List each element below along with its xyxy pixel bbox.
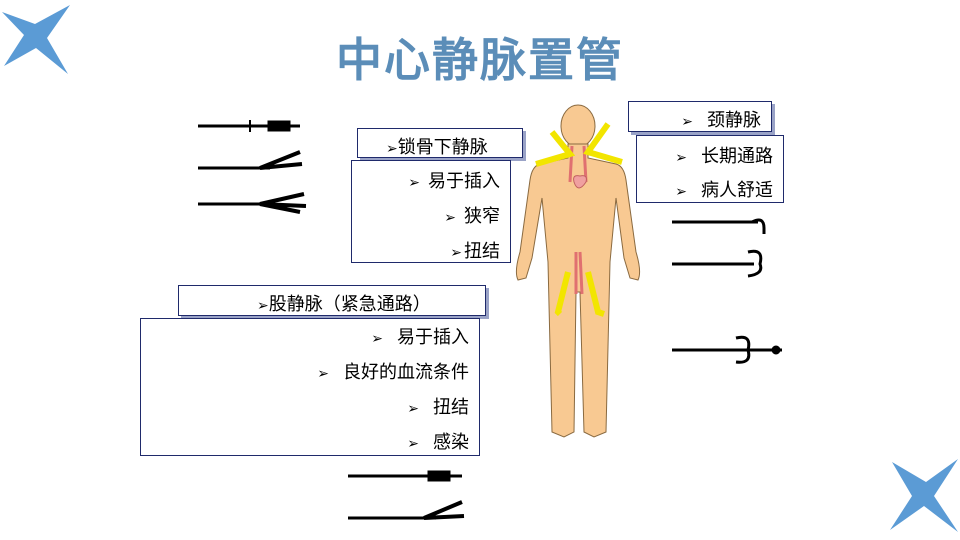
bullet-arrow-icon: ➢ [675, 184, 687, 200]
subclavian-header: 锁骨下静脉 [397, 137, 488, 158]
list-item: ➢感染 [407, 432, 469, 453]
bullet-arrow-icon: ➢ [407, 401, 419, 417]
bullet-arrow-icon: ➢ [444, 210, 456, 226]
body-figure-icon [515, 104, 641, 438]
list-item: ➢良好的血流条件 [317, 362, 469, 383]
femoral-list-box: ➢易于插入 ➢良好的血流条件 ➢扭结 ➢感染 [140, 318, 480, 456]
catheter-icon-2 [672, 218, 766, 278]
list-item: ➢扭结 [407, 397, 469, 418]
bullet-arrow-icon: ➢ [450, 245, 462, 261]
catheter-icon-4 [348, 470, 465, 520]
jugular-header-box: ➢ 颈静脉 [628, 101, 772, 132]
bullet-arrow-icon: ➢ [371, 331, 383, 347]
list-item: ➢易于插入 [408, 171, 500, 192]
list-item: ➢病人舒适 [675, 180, 773, 201]
femoral-header: 股静脉（紧急通路） [268, 294, 431, 315]
bullet-arrow-icon: ➢ [317, 366, 329, 382]
list-item: ➢长期通路 [675, 146, 773, 167]
list-item: ➢易于插入 [371, 327, 469, 348]
bullet-arrow-icon: ➢ [386, 141, 398, 157]
subclavian-list-box: ➢易于插入 ➢狭窄 ➢扭结 [351, 160, 511, 263]
page-title: 中心静脉置管 [336, 33, 624, 87]
subclavian-header-box: ➢锁骨下静脉 [357, 128, 523, 158]
list-item: ➢狭窄 [444, 206, 500, 227]
bullet-arrow-icon: ➢ [257, 298, 269, 314]
catheter-icon-3 [672, 335, 782, 364]
catheter-icon-1 [198, 120, 307, 214]
list-item: ➢扭结 [450, 241, 500, 262]
jugular-list-box: ➢长期通路 ➢病人舒适 [636, 135, 784, 203]
bullet-arrow-icon: ➢ [407, 436, 419, 452]
star-bottom-right-icon [890, 459, 958, 532]
bullet-arrow-icon: ➢ [408, 175, 420, 191]
femoral-header-box: ➢股静脉（紧急通路） [178, 285, 486, 316]
bullet-arrow-icon: ➢ [675, 150, 687, 166]
bullet-arrow-icon: ➢ [681, 114, 693, 130]
jugular-header: 颈静脉 [707, 110, 761, 131]
star-top-left-icon [2, 5, 70, 74]
